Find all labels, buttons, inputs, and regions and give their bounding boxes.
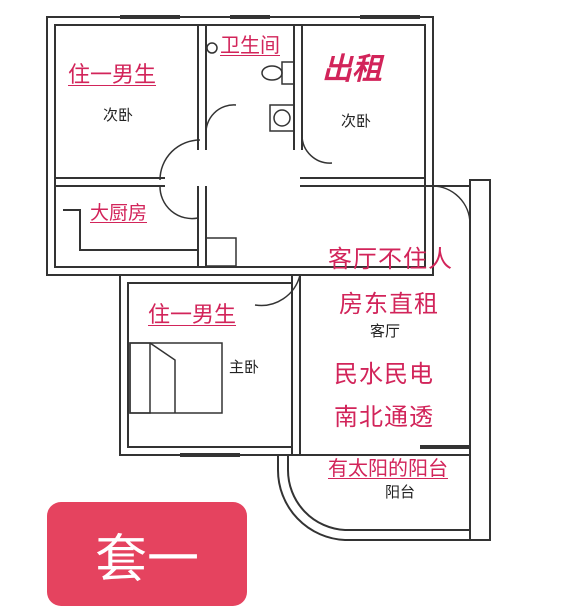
living-label: 客厅 — [370, 322, 401, 340]
walls — [46, 15, 491, 541]
balcony-label: 阳台 — [385, 483, 416, 501]
unit-type-badge: 套一 — [47, 502, 247, 606]
bed — [129, 342, 223, 414]
note-ventilation: 南北通透 — [334, 403, 434, 431]
master-label: 主卧 — [229, 358, 260, 376]
note-landlord: 房东直租 — [339, 290, 439, 318]
bath-fixtures — [206, 42, 295, 132]
unit-type-label: 套一 — [94, 529, 199, 590]
note-balcony: 有太阳的阳台 — [328, 456, 448, 480]
note-utilities: 民水民电 — [334, 360, 434, 388]
door-swings — [159, 104, 471, 307]
note-no-living: 客厅不住人 — [328, 245, 453, 273]
bedroom-right-label: 次卧 — [341, 112, 372, 130]
rent-status: 出租 — [322, 52, 382, 87]
kitchen-label: 大厨房 — [90, 202, 148, 224]
master-tenant: 住一男生 — [148, 303, 237, 328]
bedroom-left-label: 次卧 — [103, 106, 134, 124]
bedroom-left-tenant: 住一男生 — [68, 63, 157, 88]
bathroom-label: 卫生间 — [220, 33, 280, 57]
kitchen-sink — [205, 237, 237, 267]
